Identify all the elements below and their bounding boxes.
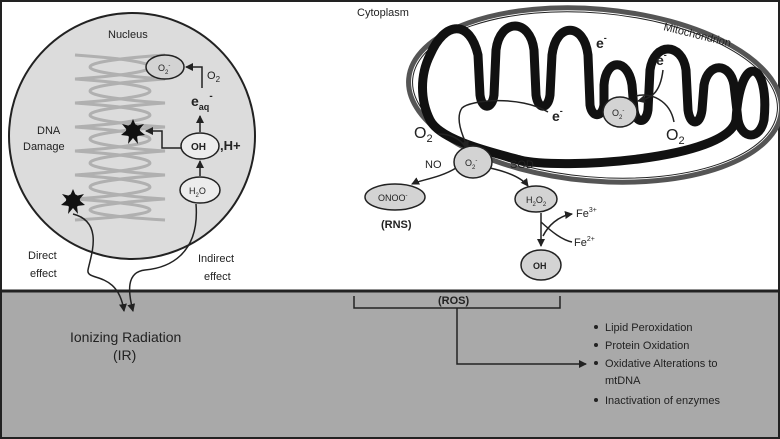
direct-effect-label-line2: effect	[30, 268, 57, 280]
electron-label: e-	[596, 33, 607, 51]
effect-item: Oxidative Alterations to	[605, 358, 718, 370]
superoxide-node	[145, 54, 185, 80]
peroxynitrite-node	[364, 183, 426, 211]
ferric-iron-label: Fe3+	[576, 207, 597, 220]
cyto-superoxide-label: O2-	[465, 158, 477, 171]
bullet	[594, 398, 598, 402]
hydrogen-peroxide-node	[514, 185, 558, 213]
cyto-o2-to-superoxide-arrow	[437, 133, 467, 149]
cyto-superoxide-node	[453, 145, 493, 179]
cyto-o2-label: O2	[414, 125, 433, 145]
no-label: NO	[425, 159, 442, 171]
mito-electron-to-superoxide-arrow	[637, 69, 664, 104]
peroxynitrite-label: ONOO-	[378, 193, 408, 203]
sod-branch-arrow	[489, 167, 529, 187]
o2-to-superoxide-arrow	[185, 63, 203, 88]
electron-label: e-	[656, 50, 667, 68]
hydroxyl-label: OH	[191, 142, 206, 153]
indirect-effect-label-line1: Indirect	[198, 253, 234, 265]
mito-superoxide-node	[602, 96, 638, 128]
fe3-arrow	[542, 211, 573, 237]
bullet	[594, 343, 598, 347]
water-label: H2O	[189, 186, 206, 199]
damage-burst-icon	[121, 119, 145, 144]
bullet	[594, 361, 598, 365]
ros-to-effects-arrow	[456, 318, 587, 368]
rns-label: (RNS)	[381, 219, 412, 231]
effects-list: Lipid Peroxidation Protein Oxidation Oxi…	[594, 322, 720, 407]
mito-superoxide-label: O2-	[612, 108, 624, 121]
dna-damage-label-line2: Damage	[23, 141, 65, 153]
damage-burst-icon	[61, 189, 85, 214]
aqueous-electron-label: eaq-	[191, 91, 213, 112]
mitochondrion-outer-edge	[412, 11, 778, 179]
dna-helix	[74, 53, 166, 222]
no-branch-arrow	[411, 167, 457, 185]
lower-band	[0, 291, 780, 439]
cyto-hydroxyl-label: OH	[533, 261, 547, 271]
nucleus-label: Nucleus	[108, 29, 148, 41]
direct-effect-label-line1: Direct	[28, 250, 57, 262]
indirect-effect-curve	[127, 203, 197, 312]
mito-o2-to-superoxide-arrow	[635, 94, 675, 123]
ionizing-radiation-label: Ionizing Radiation	[70, 329, 181, 345]
superoxide-label: O2-	[158, 63, 170, 76]
hydrogen-peroxide-label: H2O2	[526, 195, 547, 208]
dna-damage-label-line1: DNA	[37, 125, 61, 137]
indirect-effect-label-line2: effect	[204, 271, 231, 283]
fe2-curve	[540, 221, 573, 243]
effect-item: Protein Oxidation	[605, 340, 689, 352]
o2-label: O2	[207, 70, 221, 84]
ros-label: (ROS)	[438, 295, 470, 307]
effect-item-continuation: mtDNA	[605, 375, 641, 387]
ferrous-iron-label: Fe2+	[574, 236, 595, 249]
proton-label: ,H+	[220, 138, 241, 153]
water-node	[179, 176, 221, 204]
bullet	[594, 325, 598, 329]
electron-label: e-	[552, 106, 563, 124]
mito-o2-label: O2	[666, 127, 685, 147]
oh-to-damage-arrow	[145, 127, 181, 149]
effect-item: Lipid Peroxidation	[605, 322, 692, 334]
ionizing-radiation-abbrev: (IR)	[113, 347, 136, 363]
cyto-hydroxyl-node	[520, 249, 562, 281]
electron-leak-arrow	[458, 99, 549, 149]
direct-effect-curve	[72, 213, 127, 312]
cytoplasm-label: Cytoplasm	[357, 7, 409, 19]
effect-item: Inactivation of enzymes	[605, 395, 720, 407]
cristae-membrane	[418, 21, 770, 169]
sod-label: SOD	[510, 159, 534, 171]
hydroxyl-node	[180, 132, 220, 160]
